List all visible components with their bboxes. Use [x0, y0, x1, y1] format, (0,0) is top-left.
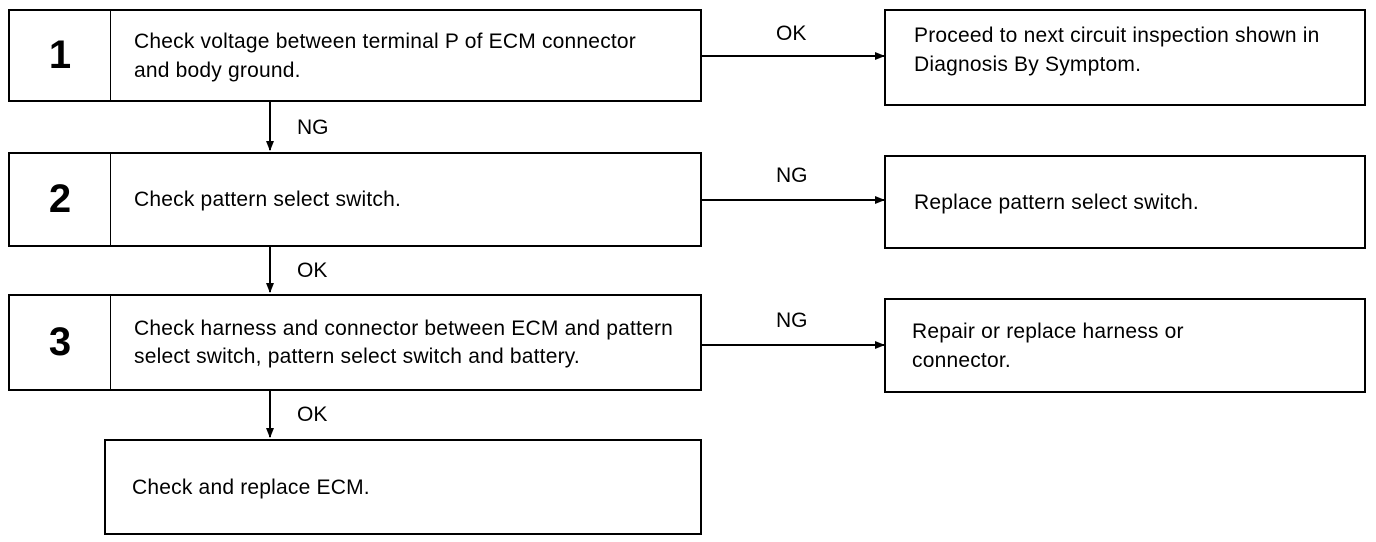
outcome-2-box: Replace pattern select switch. [884, 155, 1366, 249]
step-1-text: Check voltage between terminal P of ECM … [134, 29, 636, 82]
step-2-box: 2 Check pattern select switch. [8, 152, 702, 247]
step-4-box: Check and replace ECM. [104, 439, 702, 535]
label-down-3: OK [297, 403, 328, 426]
step-3-box: 3 Check harness and connector between EC… [8, 294, 702, 391]
outcome-2-text: Replace pattern select switch. [914, 190, 1199, 214]
label-side-2: NG [776, 164, 808, 187]
outcome-1-box: Proceed to next circuit inspection shown… [884, 9, 1366, 106]
step-1-number: 1 [10, 11, 111, 100]
label-down-1: NG [297, 116, 329, 139]
outcome-1-text: Proceed to next circuit inspection shown… [914, 24, 1320, 76]
step-2-number: 2 [10, 154, 111, 245]
outcome-3-text: Repair or replace harness or connector. [912, 319, 1184, 372]
label-side-1: OK [776, 22, 807, 45]
step-2-text: Check pattern select switch. [134, 188, 402, 211]
label-down-2: OK [297, 259, 328, 282]
step-3-number: 3 [10, 296, 111, 389]
step-1-box: 1 Check voltage between terminal P of EC… [8, 9, 702, 102]
label-side-3: NG [776, 309, 808, 332]
step-4-text: Check and replace ECM. [132, 475, 370, 499]
outcome-3-box: Repair or replace harness or connector. [884, 298, 1366, 393]
step-3-text: Check harness and connector between ECM … [134, 316, 674, 368]
